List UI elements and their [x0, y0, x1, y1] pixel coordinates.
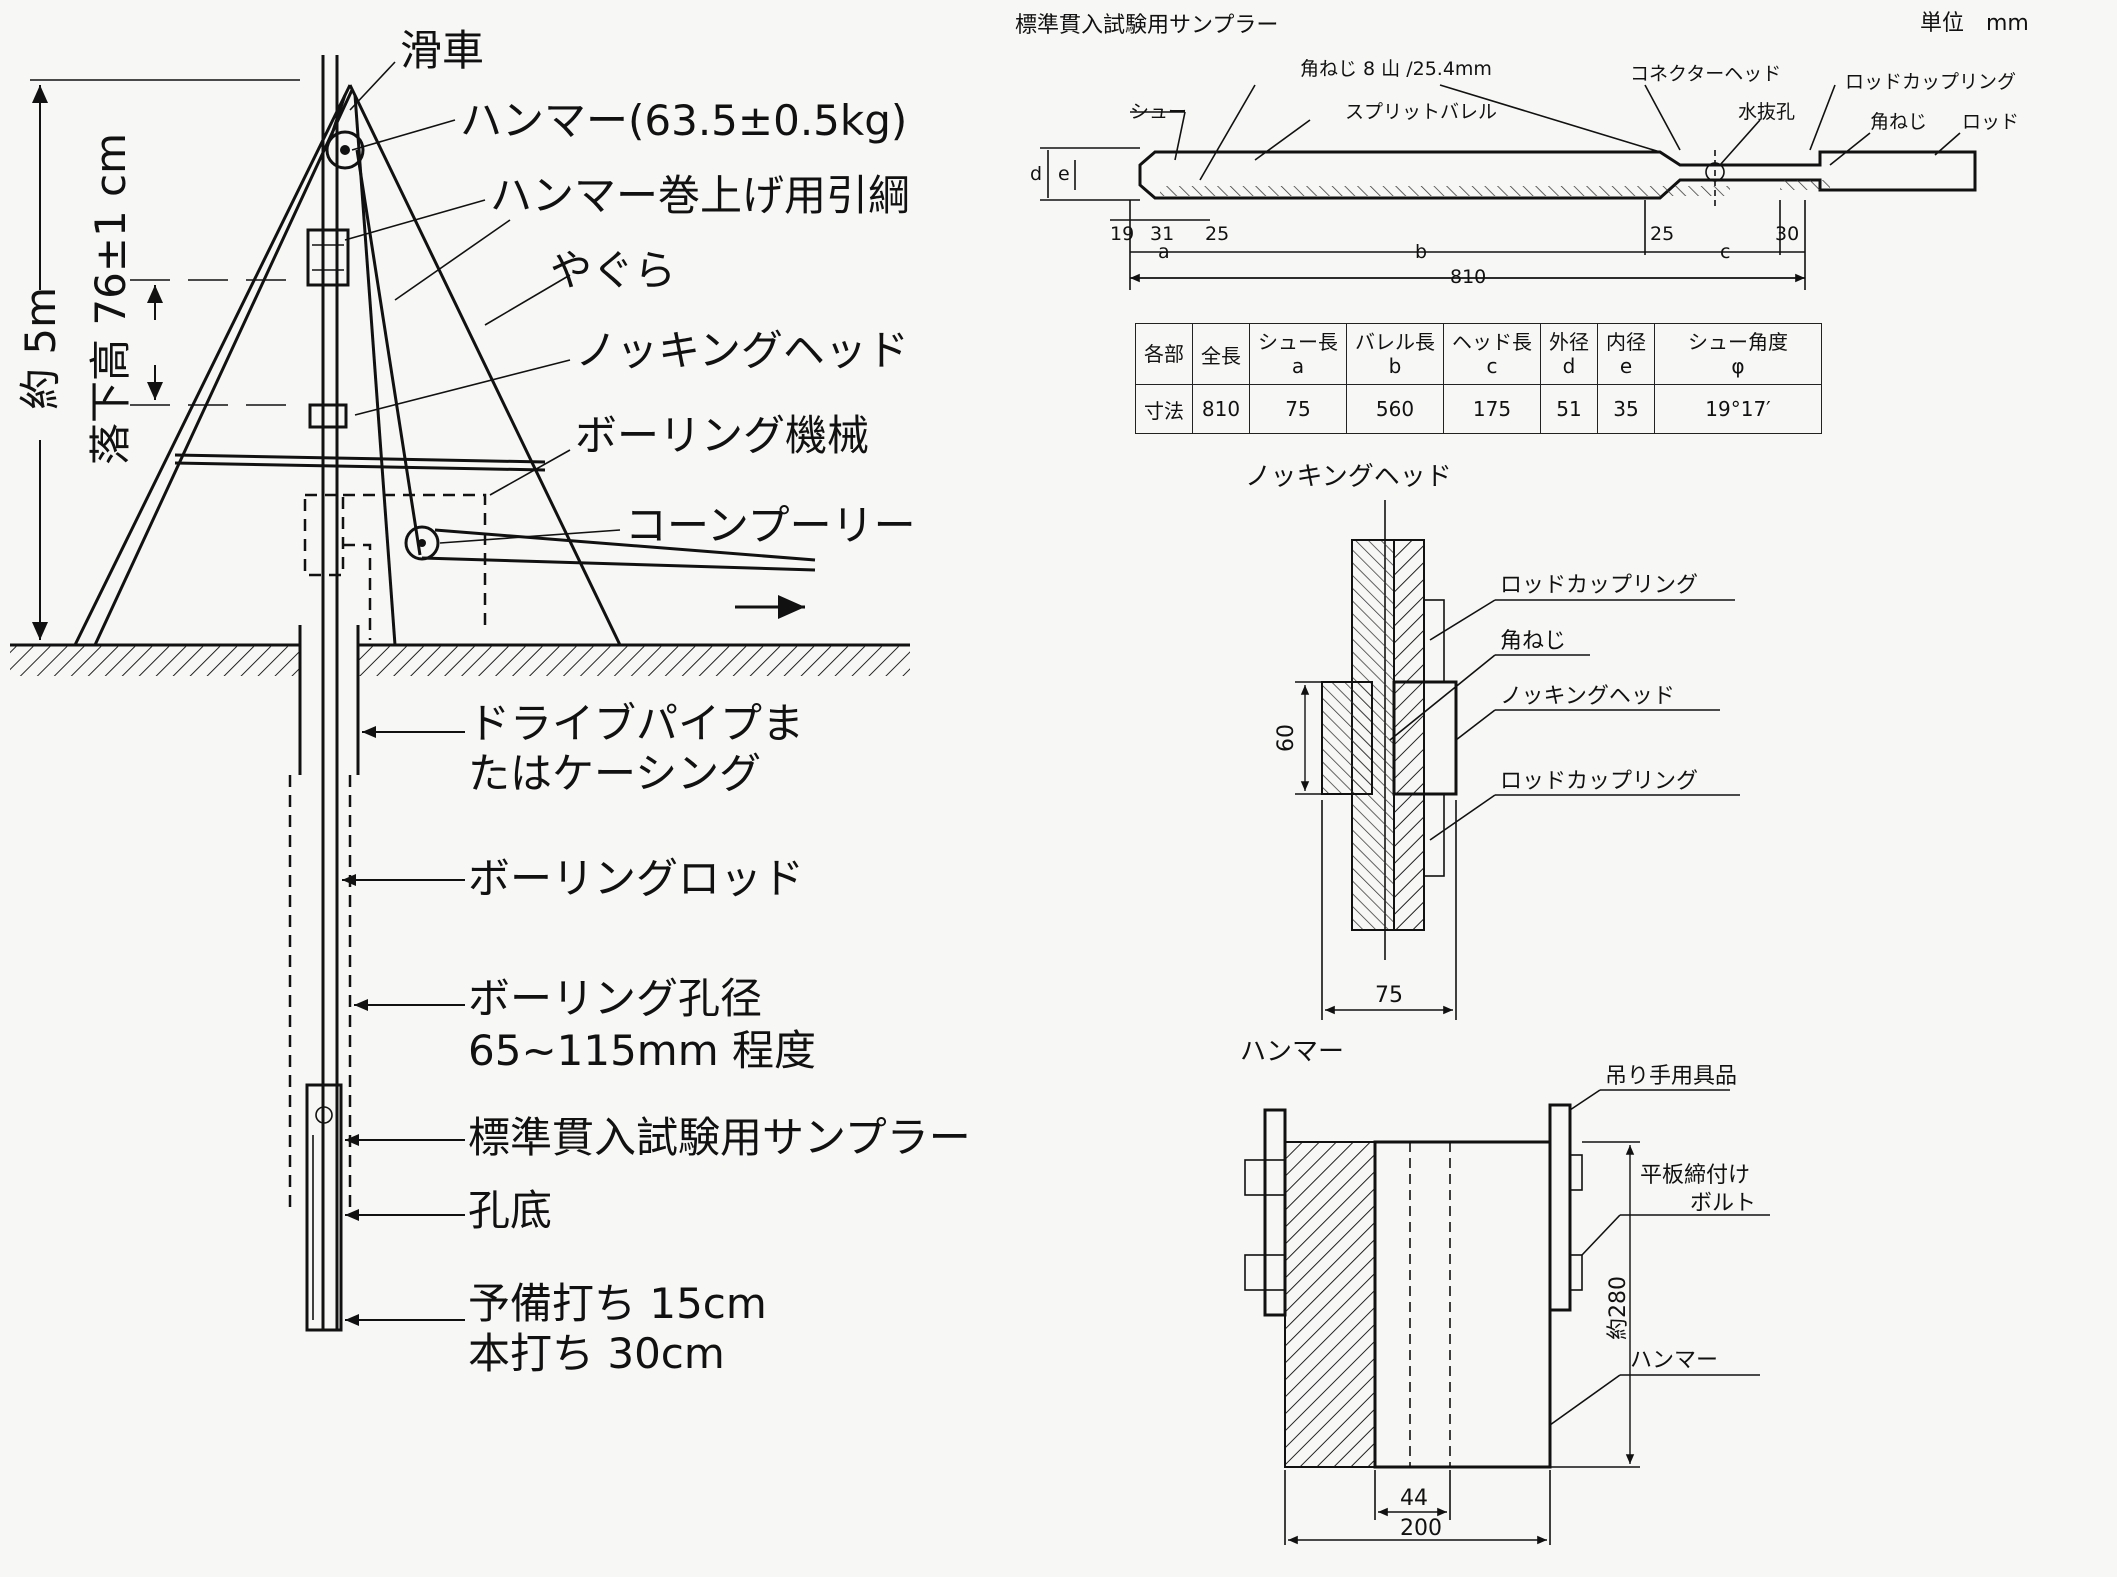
- label-pulley: 滑車: [400, 26, 484, 75]
- label-kh-square-thread: 角ねじ: [1500, 629, 1566, 654]
- spec-th: 全長: [1192, 323, 1250, 385]
- hammer-dim-200: 200: [1400, 1516, 1442, 1541]
- sampler-title: 標準貫入試験用サンプラー: [1015, 13, 1278, 38]
- label-boring-machine: ボーリング機械: [575, 411, 869, 460]
- label-thread: 角ねじ 8 山 /25.4mm: [1300, 58, 1492, 80]
- knocking-head-title: ノッキングヘッド: [1245, 462, 1452, 492]
- label-hammer-rope: ハンマー巻上げ用引綱: [490, 171, 910, 220]
- spec-th: 各部: [1135, 323, 1193, 385]
- label-square-thread: 角ねじ: [1870, 111, 1927, 133]
- label-bolt-2: ボルト: [1690, 1191, 1756, 1216]
- dim-25a: 25: [1205, 223, 1229, 245]
- dim-c: c: [1720, 241, 1730, 263]
- label-drive-pipe-1: ドライブパイプま: [468, 699, 804, 748]
- spec-cell: 19°17′: [1654, 384, 1822, 434]
- label-tripod: やぐら: [550, 246, 676, 295]
- spec-cell: 35: [1597, 384, 1655, 434]
- boring-rig-drawing: [10, 55, 910, 1332]
- dim-25b: 25: [1650, 223, 1674, 245]
- spec-cell: 810: [1192, 384, 1250, 434]
- label-boring-hole-2: 65~115mm 程度: [468, 1026, 816, 1075]
- label-boring-rod: ボーリングロッド: [468, 854, 804, 903]
- label-pre-drive: 予備打ち 15cm: [468, 1279, 767, 1328]
- label-kh-rod-coupling-top: ロッドカップリング: [1500, 573, 1698, 598]
- label-cone-pulley: コーンプーリー: [625, 501, 916, 550]
- sampler-drawing: [1040, 84, 1977, 290]
- label-hole-bottom: 孔底: [468, 1186, 552, 1235]
- dim-b: b: [1415, 241, 1427, 263]
- label-kh-knocking-head: ノッキングヘッド: [1500, 684, 1675, 709]
- label-height-5m: 約 5m: [16, 287, 65, 410]
- label-sampler: 標準貫入試験用サンプラー: [468, 1113, 971, 1162]
- dim-19: 19: [1110, 223, 1134, 245]
- label-bolt-1: 平板締付け: [1640, 1163, 1750, 1188]
- spec-cell: 51: [1540, 384, 1598, 434]
- kh-dim-60: 60: [1274, 724, 1299, 752]
- unit-label: 単位 mm: [1920, 11, 2029, 36]
- label-e: e: [1058, 163, 1070, 185]
- label-rod: ロッド: [1962, 111, 2019, 133]
- label-drive-pipe-2: たはケーシング: [468, 749, 761, 798]
- spec-table-row: 寸法 810 75 560 175 51 35 19°17′: [1135, 384, 1822, 434]
- label-water-hole: 水抜孔: [1738, 101, 1795, 123]
- spec-cell: 175: [1443, 384, 1541, 434]
- label-boring-hole-1: ボーリング孔径: [468, 974, 762, 1023]
- dim-a: a: [1158, 241, 1170, 263]
- hammer-dim-280: 約280: [1606, 1276, 1631, 1340]
- spec-cell: 75: [1249, 384, 1347, 434]
- label-connector-head: コネクターヘッド: [1630, 63, 1781, 85]
- dim-810: 810: [1450, 266, 1486, 288]
- label-hanging-fitting: 吊り手用具品: [1605, 1064, 1737, 1089]
- dim-31: 31: [1150, 223, 1174, 245]
- label-rod-coupling-top: ロッドカップリング: [1845, 71, 2016, 93]
- kh-dim-75: 75: [1375, 983, 1403, 1008]
- label-knocking-head: ノッキングヘッド: [575, 326, 909, 375]
- label-kh-rod-coupling-bottom: ロッドカップリング: [1500, 769, 1698, 794]
- hammer-title: ハンマー: [1240, 1037, 1344, 1067]
- spec-row-label: 寸法: [1135, 384, 1193, 434]
- label-drop-height: 落下高 76±1 cm: [86, 133, 135, 465]
- knocking-head-drawing: [1295, 500, 1740, 1020]
- hammer-drawing: [1244, 1089, 1770, 1545]
- dim-30: 30: [1775, 223, 1799, 245]
- label-shoe: シュー: [1130, 101, 1187, 123]
- label-main-drive: 本打ち 30cm: [468, 1329, 725, 1378]
- hammer-dim-44: 44: [1400, 1486, 1428, 1511]
- label-d: d: [1030, 163, 1042, 185]
- spec-cell: 560: [1346, 384, 1444, 434]
- label-hammer: ハンマー(63.5±0.5kg): [460, 96, 907, 145]
- label-hammer-body: ハンマー: [1630, 1348, 1718, 1373]
- label-split-barrel: スプリットバレル: [1345, 101, 1497, 123]
